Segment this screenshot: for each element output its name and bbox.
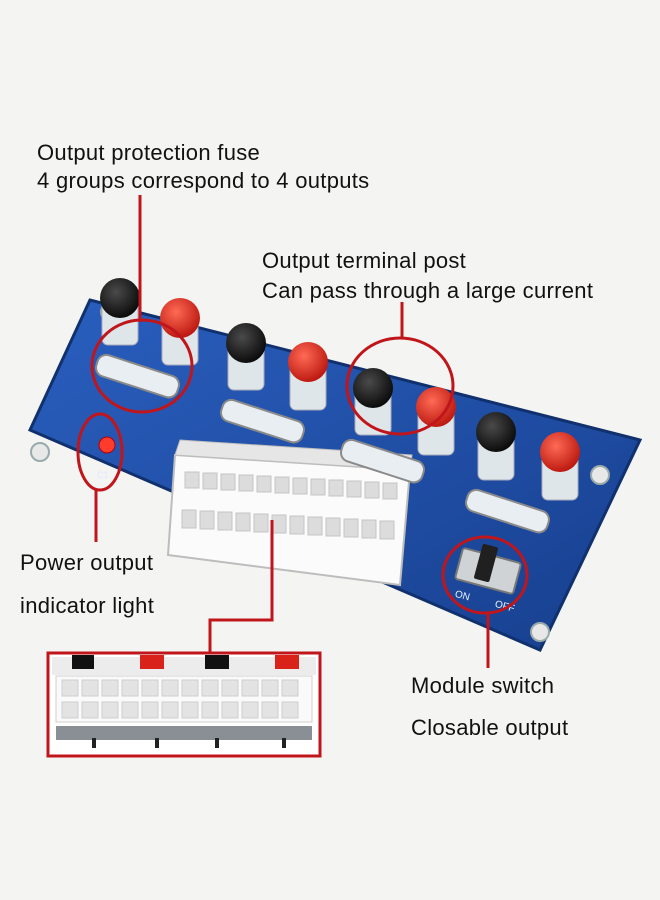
switch-label-line2: Closable output xyxy=(411,715,569,740)
callout-circle-switch xyxy=(441,535,529,615)
switch-label-line1: Module switch xyxy=(411,673,555,698)
callouts xyxy=(76,195,529,668)
fuse-label-line1: Output protection fuse xyxy=(37,140,261,165)
indicator-label-line2: indicator light xyxy=(20,593,155,618)
terminal-label-line1: Output terminal post xyxy=(262,248,467,273)
terminal-label-line2: Can pass through a large current xyxy=(262,278,594,303)
connector-inset xyxy=(46,651,322,758)
indicator-label-line1: Power output xyxy=(20,550,154,575)
callout-circle-fuse xyxy=(90,318,194,414)
mount-hole xyxy=(530,622,550,642)
led-indicator xyxy=(98,436,116,454)
terminal-posts xyxy=(100,278,580,501)
callout-circle-indicator xyxy=(76,412,124,492)
callout-line-inset xyxy=(208,520,274,653)
module-switch xyxy=(454,543,522,595)
led-marking: C1 xyxy=(97,470,109,480)
switch-on-marking: ON xyxy=(454,589,471,604)
fuse xyxy=(94,353,550,534)
mount-hole xyxy=(30,442,50,462)
callout-circle-terminal xyxy=(345,336,455,436)
mount-hole xyxy=(590,465,610,485)
fuse-label-line2: 4 groups correspond to 4 outputs xyxy=(37,168,370,193)
